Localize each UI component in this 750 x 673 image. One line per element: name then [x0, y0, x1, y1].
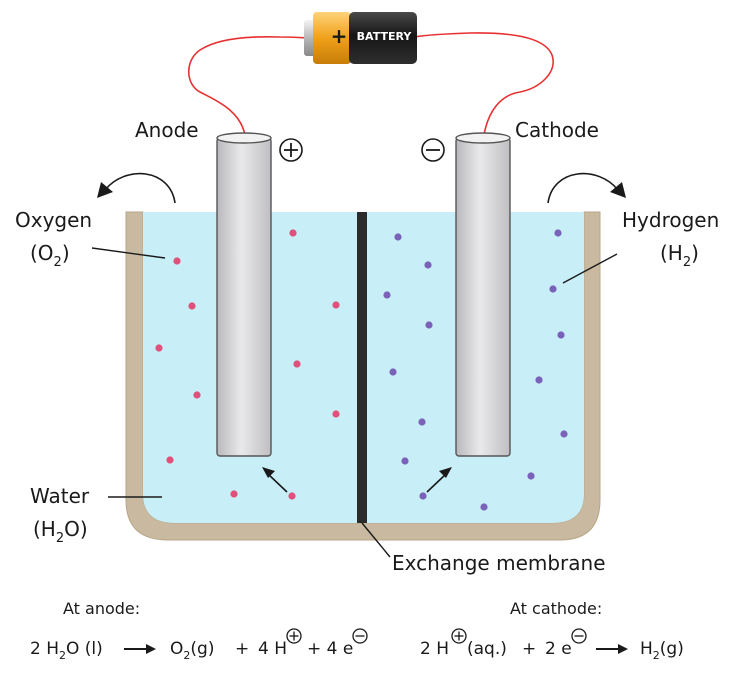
oxygen-label: Oxygen: [15, 208, 92, 232]
proton-charge-icon: [286, 628, 302, 644]
anode-equation-protons: 4 H: [258, 639, 287, 659]
ion-to-cathode-arrow-icon: [426, 467, 452, 493]
oxygen-particle: [188, 302, 196, 310]
electron-charge-icon: [352, 628, 368, 644]
cathode-equation-state: (aq.): [467, 639, 507, 659]
hydrogen-particle: [527, 472, 535, 480]
anode-equation-reactant: 2 H2O (l): [30, 639, 103, 662]
cathode-proton-charge-icon: [451, 628, 467, 644]
anode-label: Anode: [135, 118, 199, 142]
oxygen-release-arrow-icon: [97, 172, 176, 204]
hydrogen-particle: [560, 430, 568, 438]
cathode-equation-header: At cathode:: [510, 599, 602, 618]
battery-label: BATTERY: [357, 30, 413, 43]
cathode-equation-plus: +: [522, 639, 536, 659]
hydrogen-particle: [549, 285, 557, 293]
negative-sign-icon: [421, 138, 445, 162]
cathode-equation: 2 H (aq.) + 2 e H2(g): [420, 628, 684, 662]
hydrogen-particles: [383, 229, 568, 511]
oxygen-particle: [173, 257, 181, 265]
anode-equation-electrons: + 4 e: [307, 639, 353, 659]
cathode-electron-charge-icon: [571, 628, 587, 644]
hydrogen-particle: [535, 376, 543, 384]
hydrogen-particle: [383, 291, 391, 299]
battery-plus-sign: +: [331, 24, 348, 48]
water-formula: (H2O): [33, 517, 88, 546]
oxygen-particle: [332, 410, 340, 418]
hydrogen-leader-line: [562, 253, 618, 284]
battery-cap: [313, 12, 351, 64]
hydrogen-particle: [557, 331, 565, 339]
water-label: Water: [30, 484, 90, 508]
oxygen-formula: (O2): [30, 241, 70, 270]
anode-equation-header: At anode:: [63, 599, 140, 618]
oxygen-particle: [288, 492, 296, 500]
hydrogen-particle: [425, 321, 433, 329]
cathode-equation-hydrogen: H2(g): [640, 639, 684, 662]
hydrogen-particle: [418, 418, 426, 426]
anode-equation-oxygen: O2(g): [170, 639, 214, 662]
cathode-reaction-arrow-icon: [596, 644, 628, 654]
oxygen-particle: [230, 490, 238, 498]
hydrogen-particle: [389, 368, 397, 376]
oxygen-particle: [155, 344, 163, 352]
anode-electrode: [216, 132, 272, 457]
oxygen-particle: [289, 229, 297, 237]
oxygen-particle: [166, 456, 174, 464]
hydrogen-particle: [480, 503, 488, 511]
hydrogen-particle: [419, 492, 427, 500]
battery-body: [349, 12, 417, 64]
oxygen-particles: [155, 229, 340, 500]
anode-equation-plus: +: [235, 639, 249, 659]
cathode-electrode: [455, 132, 511, 457]
hydrogen-particle: [394, 233, 402, 241]
cathode-equation-protons: 2 H: [420, 639, 449, 659]
oxygen-leader-line: [91, 247, 166, 259]
membrane-label: Exchange membrane: [392, 551, 606, 575]
oxygen-particle: [332, 301, 340, 309]
oxygen-particle: [193, 391, 201, 399]
anode-wire: [187, 35, 311, 136]
hydrogen-formula: (H2): [660, 241, 699, 270]
ion-to-anode-arrow-icon: [262, 467, 288, 493]
cathode-label: Cathode: [515, 118, 599, 142]
hydrogen-particle: [401, 457, 409, 465]
exchange-membrane: [357, 212, 367, 523]
anode-reaction-arrow-icon: [124, 644, 156, 654]
positive-sign-icon: [279, 138, 303, 162]
hydrogen-label: Hydrogen: [622, 208, 719, 232]
hydrogen-release-arrow-icon: [547, 172, 626, 204]
cathode-equation-electrons: 2 e: [545, 639, 572, 659]
battery: + BATTERY: [304, 12, 417, 64]
hydrogen-particle: [554, 229, 562, 237]
membrane-leader-line: [361, 522, 391, 558]
oxygen-particle: [293, 360, 301, 368]
cathode-wire: [413, 32, 554, 136]
hydrogen-particle: [424, 261, 432, 269]
anode-equation: 2 H2O (l) O2(g) + 4 H + 4 e: [30, 628, 368, 662]
